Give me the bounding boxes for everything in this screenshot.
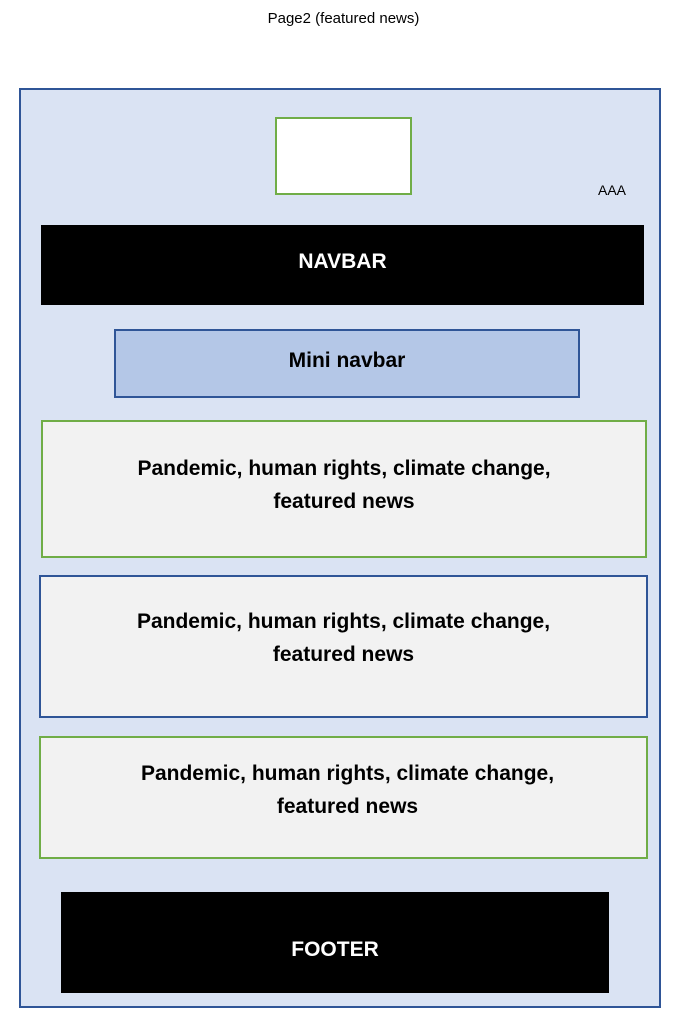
page-title: Page2 (featured news) bbox=[267, 10, 420, 27]
news-line: featured news bbox=[273, 490, 415, 513]
footer: FOOTER bbox=[61, 892, 609, 993]
news-text: Pandemic, human rights, climate change, … bbox=[141, 757, 554, 823]
news-text: Pandemic, human rights, climate change, … bbox=[137, 452, 550, 518]
news-line: featured news bbox=[272, 643, 415, 666]
header-label: AAA bbox=[598, 182, 627, 198]
mini-navbar[interactable]: Mini navbar bbox=[114, 329, 580, 398]
news-line: Pandemic, human rights, climate change, bbox=[137, 457, 551, 480]
news-line: Pandemic, human rights, climate change, bbox=[136, 610, 551, 633]
navbar-label: NAVBAR bbox=[298, 249, 387, 273]
footer-label: FOOTER bbox=[291, 937, 379, 961]
news-line: featured news bbox=[276, 795, 419, 818]
news-text: Pandemic, human rights, climate change, … bbox=[137, 605, 550, 671]
featured-news-section[interactable]: Pandemic, human rights, climate change, … bbox=[39, 736, 648, 859]
logo-placeholder bbox=[275, 117, 412, 195]
featured-news-section[interactable]: Pandemic, human rights, climate change, … bbox=[39, 575, 648, 718]
featured-news-section[interactable]: Pandemic, human rights, climate change, … bbox=[41, 420, 647, 558]
mini-navbar-label: Mini navbar bbox=[288, 348, 406, 372]
navbar[interactable]: NAVBAR bbox=[41, 225, 644, 305]
news-line: Pandemic, human rights, climate change, bbox=[140, 762, 555, 785]
